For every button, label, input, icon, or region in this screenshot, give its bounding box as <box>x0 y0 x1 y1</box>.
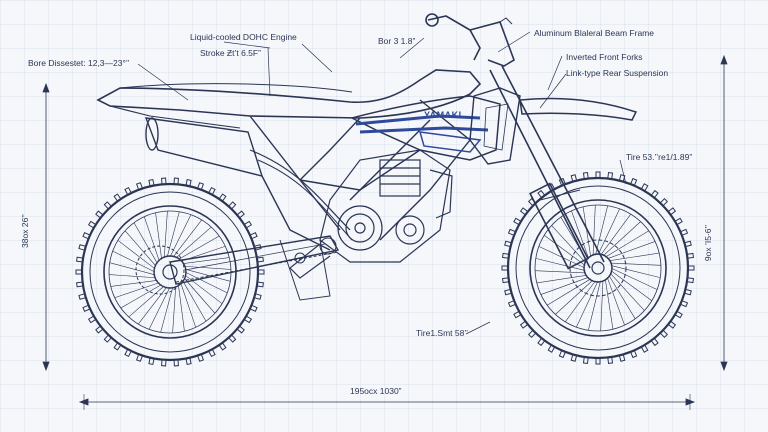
label-bore: Bor 3 1.8” <box>378 36 416 46</box>
seat-and-rear-fender <box>96 69 482 129</box>
label-height-left: 38ox 26’’ <box>19 214 30 248</box>
dimension-lines <box>42 54 728 410</box>
swingarm <box>169 235 340 301</box>
front-forks <box>489 65 605 270</box>
label-frame: Aluminum Blaleral Beam Frame <box>534 28 654 38</box>
chain-and-pegs <box>169 235 339 283</box>
label-suspension: Link-type Rear Suspension <box>566 68 669 78</box>
label-stroke: Stroke Ƶt’t 6.5F” <box>200 48 261 58</box>
radiator-shroud <box>469 87 521 165</box>
label-height-right: 9ox ’I5·6’’ <box>703 224 714 262</box>
engine <box>289 149 453 279</box>
leader-lines <box>137 31 627 335</box>
label-tire-front: Tire 53.’’re1/1.89” <box>626 152 693 162</box>
label-tire-rear: Tire1.Smt 58’’ <box>416 328 468 338</box>
label-length: 195ocx 1030” <box>350 386 402 396</box>
label-forks: Inverted Front Forks <box>566 52 643 62</box>
front-wheel <box>501 171 695 365</box>
front-fender <box>519 97 638 121</box>
brand-logo: YAMAKI <box>424 110 462 120</box>
label-bore-diameter: Bore Dissestet: 12,3—23°’’ <box>28 58 130 68</box>
label-engine: Liquid-cooled DOHC Engine <box>190 32 297 42</box>
fuel-tank-shroud <box>349 95 501 161</box>
handlebar <box>425 13 515 67</box>
